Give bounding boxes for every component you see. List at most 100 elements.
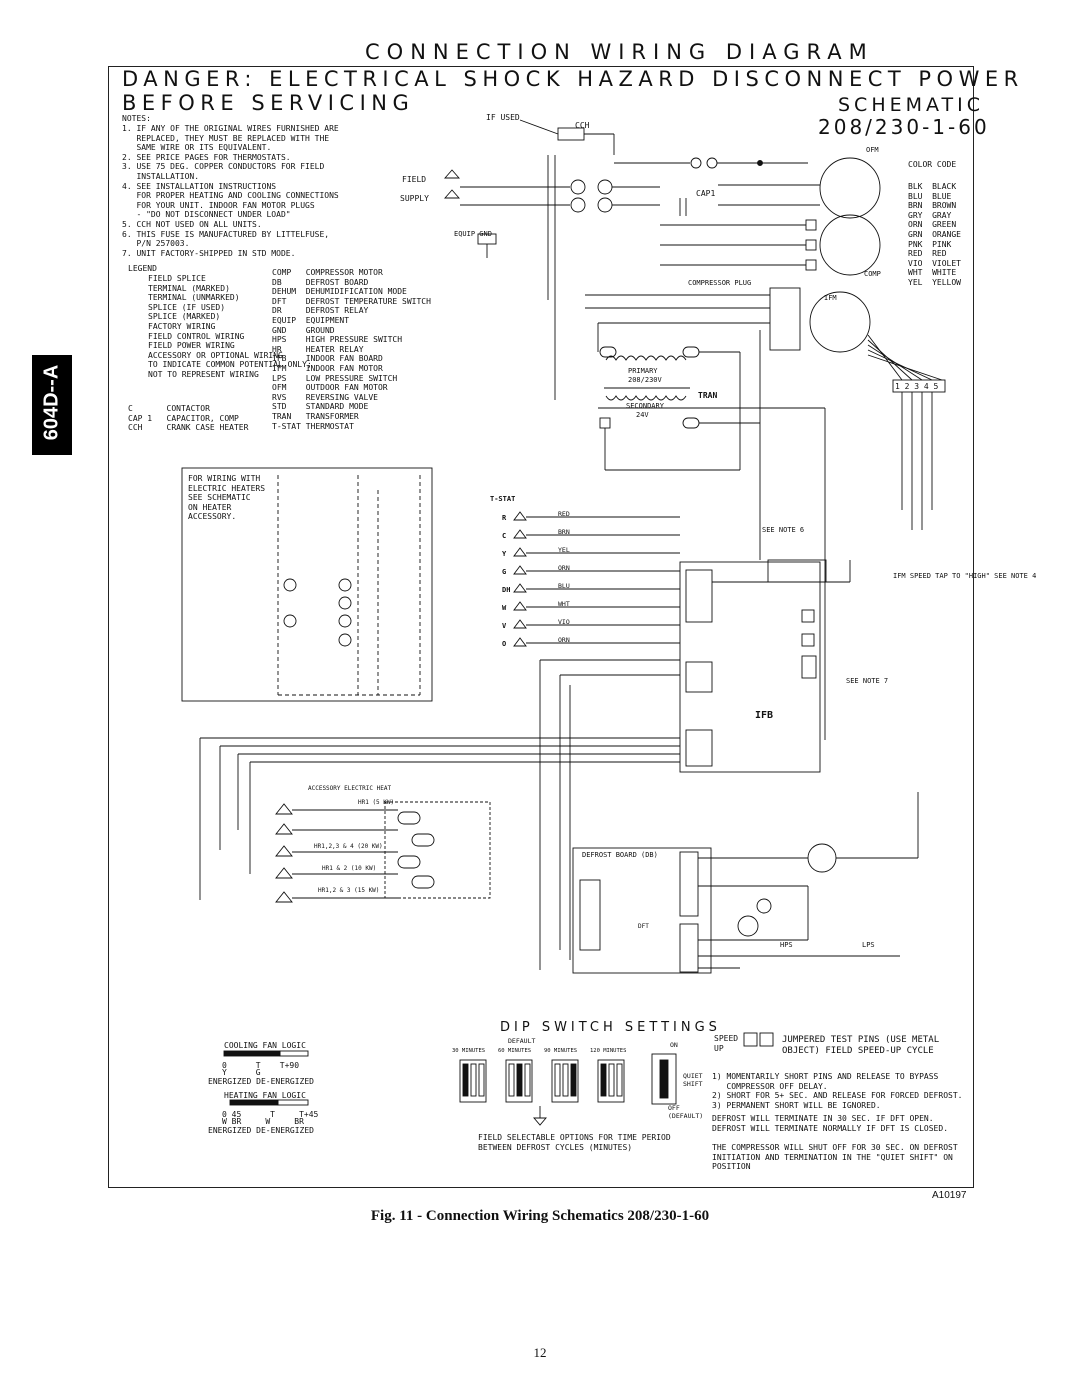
db-p2 — [679, 851, 699, 917]
legend-heading: LEGEND — [128, 264, 157, 273]
voltage-label: 208/230-1-60 — [818, 115, 990, 139]
hr1234-label: HR1,2,3 & 4 (20 KW) — [314, 843, 383, 850]
note-line: FOR YOUR UNIT. INDOOR FAN MOTOR PLUGS — [122, 200, 315, 210]
dip-switch-toggle — [608, 1063, 615, 1097]
legend-abbrev-entry: CAP 1 CAPACITOR, COMP — [128, 413, 239, 423]
rvs-valve — [756, 898, 772, 914]
dft-switch — [737, 915, 759, 937]
note-line: FOR PROPER HEATING AND COOLING CONNECTIO… — [122, 191, 339, 201]
heating-fan-colors: W BR W BR — [222, 1117, 304, 1126]
legend-abbrev-entry: IFB INDOOR FAN BOARD — [272, 354, 383, 364]
std-dehum-jumper — [801, 655, 817, 679]
note-line: 3. USE 75 DEG. COPPER CONDUCTORS FOR FIE… — [122, 162, 325, 172]
dip-switch-toggle — [554, 1063, 561, 1097]
dip-switch-toggle — [462, 1063, 469, 1097]
color-code-entry: RED RED — [908, 249, 947, 259]
heating-energized: ENERGIZED DE-ENERGIZED — [208, 1126, 314, 1135]
note-line: REPLACED, THEY MUST BE REPLACED WITH THE — [122, 133, 330, 143]
legend-abbrev-entry: DB DEFROST BOARD — [272, 277, 369, 287]
ifb-p1 — [685, 569, 713, 623]
legend-abbrev-entry: LPS LOW PRESSURE SWITCH — [272, 373, 398, 383]
quiet-shift-label: QUIET SHIFT — [683, 1072, 703, 1088]
heater-connector — [275, 845, 293, 857]
note-line: 5. CCH NOT USED ON ALL UNITS. — [122, 219, 262, 229]
jumpered-pins-text: JUMPERED TEST PINS (USE METAL OBJECT) FI… — [782, 1035, 940, 1056]
drawing-code: A10197 — [932, 1190, 967, 1201]
dip-option-label: 60 MINUTES — [498, 1048, 531, 1054]
dip-switch-toggle — [600, 1063, 607, 1097]
schematic-label: SCHEMATIC — [838, 94, 985, 116]
tstat-terminal — [513, 637, 527, 647]
legend-abbrev-entry: IFM INDOOR FAN MOTOR — [272, 363, 383, 373]
dip-switch-toggle — [478, 1063, 485, 1097]
dip-switch-toggle — [516, 1063, 523, 1097]
tstat-wire-color: BRN — [558, 528, 570, 536]
legend-symbol-entry: NOT TO REPRESENT WIRING — [148, 369, 259, 379]
tstat-wire-color: ORN — [558, 564, 570, 572]
hr1-label: HR1 (5 KW) — [358, 799, 394, 806]
legend-abbrev-entry: DFT DEFROST TEMPERATURE SWITCH — [272, 296, 431, 306]
page-number: 12 — [533, 1345, 547, 1360]
legend-abbrev-entry: DR DEFROST RELAY — [272, 306, 369, 316]
equip-gnd-label: EQUIP GND — [454, 230, 492, 238]
hps-label: HPS — [780, 941, 793, 949]
cooling-fan-bar-energized — [223, 1050, 281, 1057]
note-line: 4. SEE INSTALLATION INSTRUCTIONS — [122, 181, 277, 191]
cooling-fan-logic-title: COOLING FAN LOGIC — [224, 1041, 306, 1050]
heater-dashed-wiring — [277, 475, 421, 696]
primary-voltage: 208/230V — [628, 376, 663, 384]
dip-switch-toggle — [508, 1063, 515, 1097]
legend-symbol-entry: SPLICE (MARKED) — [148, 312, 221, 322]
tstat-terminal — [513, 565, 527, 575]
legend-abbrev-entry: CCH CRANK CASE HEATER — [128, 423, 249, 433]
dip-option-label: 30 MINUTES — [452, 1048, 485, 1054]
tstat-wire-color: RED — [558, 510, 570, 518]
note-line: 6. THIS FUSE IS MANUFACTURED BY LITTELFU… — [122, 229, 330, 239]
accessory-heat-label: ACCESSORY ELECTRIC HEAT — [308, 785, 391, 792]
tstat-wire-color: YEL — [558, 546, 570, 554]
ifb-p2 — [685, 661, 713, 693]
heater-note: FOR WIRING WITH ELECTRIC HEATERS SEE SCH… — [188, 474, 266, 522]
dip-switch-toggle — [470, 1063, 477, 1097]
indoor-fan-board — [679, 561, 821, 773]
ofm-motor — [819, 157, 881, 219]
tstat-terminal — [513, 529, 527, 539]
contactor-terminal-23 — [570, 197, 586, 213]
tstat-terminal-label: DH — [502, 586, 510, 594]
tstat-wire-color: ORN — [558, 636, 570, 644]
dip-switch — [459, 1059, 487, 1103]
legend-abbrev-entry: GND GROUND — [272, 325, 335, 335]
tstat-wire-color: WHT — [558, 600, 570, 608]
legend-abbrev-entry: EQUIP EQUIPMENT — [272, 315, 350, 325]
tstat-terminal-label: G — [502, 568, 506, 576]
legend-abbrev-entry: TRAN TRANSFORMER — [272, 411, 359, 421]
quiet-shift-switch — [651, 1053, 677, 1105]
secondary-label: SECONDARY — [626, 402, 665, 410]
legend-symbol-entry: FIELD POWER WIRING — [148, 341, 235, 351]
tstat-terminal — [513, 583, 527, 593]
legend-symbol-entry: TO INDICATE COMMON POTENTIAL ONLY; — [148, 360, 312, 370]
compressor-plug-label: COMPRESSOR PLUG — [688, 279, 751, 287]
heating-fan-marks: 0 45 T T+45 — [222, 1110, 319, 1119]
legend-abbrev-entry: STD STANDARD MODE — [272, 402, 369, 412]
tstat-terminal-label: W — [502, 604, 507, 612]
tstat-terminal-label: V — [502, 622, 507, 630]
legend-symbol-entry: SPLICE (IF USED) — [148, 302, 226, 312]
c-contactor-coil — [807, 843, 837, 873]
dip-switch-toggle — [524, 1063, 531, 1097]
dip-title: DIP SWITCH SETTINGS — [500, 1020, 721, 1035]
dip-switch-toggle — [570, 1063, 577, 1097]
cap1-label: CAP1 — [696, 189, 715, 198]
dip-switch — [551, 1059, 579, 1103]
legend-symbol-entry: FIELD SPLICE — [148, 274, 206, 283]
heater-relays — [397, 811, 435, 889]
legend-symbol-entry: TERMINAL (UNMARKED) — [148, 293, 240, 303]
ifb-p4 — [685, 729, 713, 767]
heater-connector — [275, 803, 293, 815]
db-p3 — [679, 923, 699, 973]
field-label: FIELD — [402, 175, 426, 184]
field-supply — [444, 169, 570, 258]
tstat-wire-color: VIO — [558, 618, 570, 626]
